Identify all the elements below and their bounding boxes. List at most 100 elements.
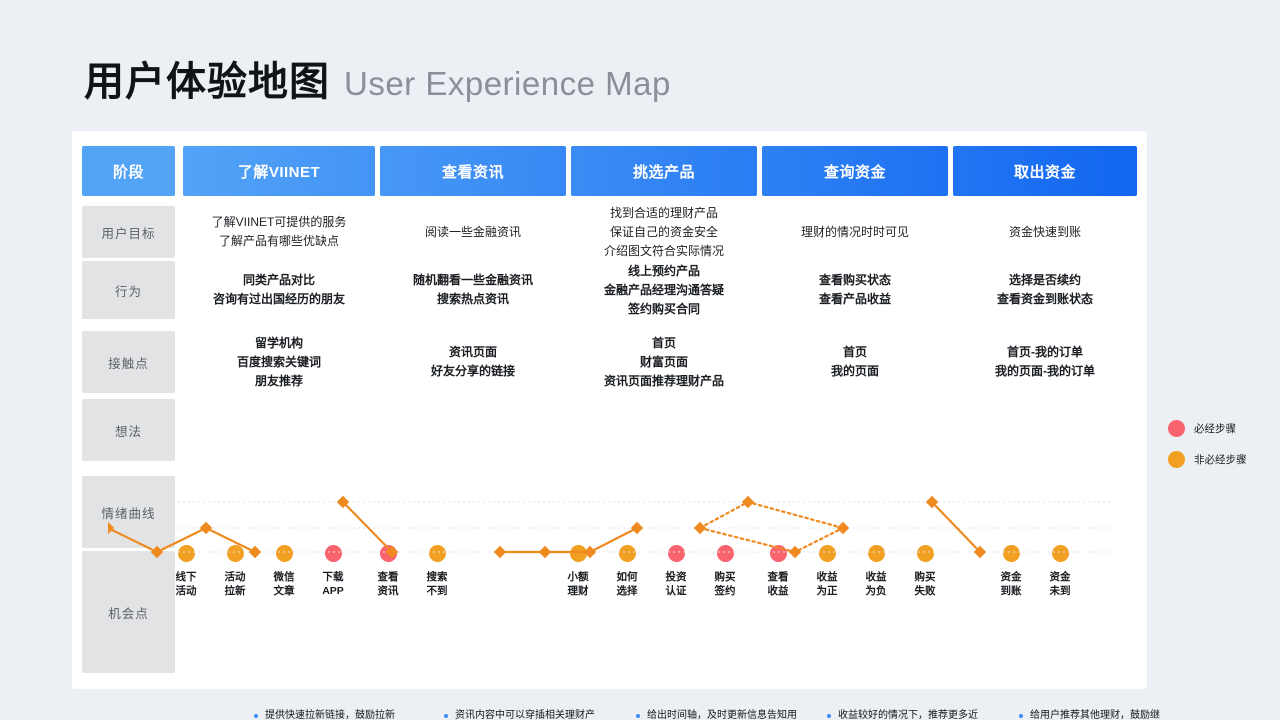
thought-dot-5-1[interactable]: 资金到账 xyxy=(993,545,1029,598)
thought-dot-label-line: 理财 xyxy=(567,585,589,597)
thought-dot-label: 收益为负 xyxy=(866,570,887,598)
thought-dot-label-line: 文章 xyxy=(273,585,295,597)
cell-user_goals-5: 资金快速到账 xyxy=(953,206,1137,258)
thought-dot-label-line: 资金 xyxy=(1000,571,1022,583)
cell-touchpoints-2: 资讯页面好友分享的链接 xyxy=(380,331,566,393)
thought-dot-label-line: 资讯 xyxy=(377,585,399,597)
emotion-point-marker[interactable] xyxy=(385,545,399,559)
thought-dot-label-line: 到账 xyxy=(1000,585,1022,597)
emotion-point-marker[interactable] xyxy=(199,521,213,535)
thought-dot-4-4[interactable]: 购买失败 xyxy=(907,545,943,598)
cell-line: 阅读一些金融资讯 xyxy=(424,224,521,239)
emotion-point-marker[interactable] xyxy=(693,521,707,535)
emotion-line-5 xyxy=(698,526,845,554)
cell-behaviors-3: 线上预约产品金融产品经理沟通答疑签约购买合同 xyxy=(571,261,757,319)
emotion-point-marker[interactable] xyxy=(836,521,850,535)
emotion-point-marker[interactable] xyxy=(925,495,939,509)
thought-dot-1-3[interactable]: 微信文章 xyxy=(266,545,302,598)
thought-dot-label: 小额理财 xyxy=(568,570,589,598)
row-label-4: 想法 xyxy=(82,399,175,461)
thought-dot-1-1[interactable]: 线下活动 xyxy=(168,545,204,598)
emotion-point-marker[interactable] xyxy=(493,545,507,559)
emotion-point-marker[interactable] xyxy=(336,495,350,509)
thought-dot-label: 购买签约 xyxy=(715,570,736,598)
header-column-4[interactable]: 查询资金 xyxy=(762,146,948,196)
cell-user_goals-1: 了解VIINET可提供的服务了解产品有哪些优缺点 xyxy=(183,206,375,258)
cell-line: 保证自己的资金安全 xyxy=(609,224,718,239)
thought-dot-label: 线下活动 xyxy=(176,570,197,598)
thought-dot-label-line: 收益 xyxy=(816,571,838,583)
cell-line: 我的页面 xyxy=(830,364,879,378)
cell-line: 线上预约产品 xyxy=(627,263,700,278)
emotion-point-marker[interactable] xyxy=(150,545,164,559)
opportunity-items: 收益较好的情况下，推荐更多近似产品促进下单及时告知用户下跌原因，抚慰用户情绪在合… xyxy=(827,709,987,720)
cell-line: 签约购买合同 xyxy=(627,301,700,316)
header-column-2[interactable]: 查看资讯 xyxy=(380,146,566,196)
emotion-point-marker[interactable] xyxy=(741,495,755,509)
emotion-point-marker[interactable] xyxy=(630,521,644,535)
optional-step-dot-icon xyxy=(916,545,934,562)
header-column-5[interactable]: 取出资金 xyxy=(953,146,1137,196)
thought-dot-1-2[interactable]: 活动拉新 xyxy=(217,545,253,598)
thought-dot-3-4[interactable]: 购买签约 xyxy=(707,545,743,598)
thought-dot-label-line: 收益 xyxy=(865,571,887,583)
cell-line: 选择是否续约 xyxy=(1008,273,1081,287)
page-title-cn: 用户体验地图 xyxy=(84,60,330,104)
optional-step-dot-icon xyxy=(275,545,293,562)
header-column-3[interactable]: 挑选产品 xyxy=(571,146,757,196)
cell-behaviors-5: 选择是否续约查看资金到账状态 xyxy=(953,261,1137,319)
cell-line: 首页 xyxy=(651,335,676,350)
thought-dot-label-line: 微信 xyxy=(273,571,295,583)
cell-line: 了解产品有哪些优缺点 xyxy=(218,234,339,248)
optional-step-dot-icon xyxy=(818,545,836,562)
cell-line: 金融产品经理沟通答疑 xyxy=(603,282,724,297)
cell-line: 搜索热点资讯 xyxy=(436,292,509,306)
thought-dot-5-2[interactable]: 资金未到 xyxy=(1042,545,1078,598)
thought-dot-3-2[interactable]: 如何选择 xyxy=(609,545,645,598)
optional-step-dot-icon xyxy=(177,545,195,562)
cell-line: 找到合适的理财产品 xyxy=(609,205,718,220)
thought-dot-label-line: 资金 xyxy=(1049,571,1071,583)
cell-line: 首页 xyxy=(842,345,867,359)
cell-touchpoints-3: 首页财富页面资讯页面推荐理财产品 xyxy=(571,331,757,393)
emotion-point-marker[interactable] xyxy=(538,545,552,559)
emotion-point-marker[interactable] xyxy=(583,545,597,559)
opportunity-list-3: 给出时间轴，及时更新信息告知用户最新动态未认证用户提供更方便的认证入口在符合当地… xyxy=(636,709,798,720)
optional-step-dot-icon xyxy=(1051,545,1069,562)
thought-dot-4-2[interactable]: 收益为正 xyxy=(809,545,845,598)
cell-line: 财富页面 xyxy=(639,354,688,369)
thought-dot-2-2[interactable]: 搜索不到 xyxy=(419,545,455,598)
thought-dot-3-1[interactable]: 小额理财 xyxy=(560,545,596,598)
cell-line: 查看产品收益 xyxy=(818,292,891,306)
cell-user_goals-4: 理财的情况时时可见 xyxy=(762,206,948,258)
thought-dot-4-3[interactable]: 收益为负 xyxy=(858,545,894,598)
legend-item-label: 必经步骤 xyxy=(1194,423,1236,435)
cell-line: 理财的情况时时可见 xyxy=(800,224,909,239)
thought-dot-label-line: 为负 xyxy=(865,585,887,597)
opportunity-list-4: 收益较好的情况下，推荐更多近似产品促进下单及时告知用户下跌原因，抚慰用户情绪在合… xyxy=(827,709,987,720)
header-column-1[interactable]: 了解VIINET xyxy=(183,146,375,196)
optional-step-dot-icon xyxy=(226,545,244,562)
emotion-point-marker[interactable] xyxy=(788,545,802,559)
thought-dot-label-line: 投资 xyxy=(665,571,687,583)
cell-line: 百度搜索关键词 xyxy=(236,354,321,369)
thought-dot-label-line: 活动 xyxy=(175,585,197,597)
cell-line: 留学机构 xyxy=(254,335,303,350)
emotion-line-1 xyxy=(108,526,257,554)
emotion-point-marker[interactable] xyxy=(973,545,987,559)
thought-dot-label: 资金到账 xyxy=(1001,570,1022,598)
emotion-point-marker[interactable] xyxy=(248,545,262,559)
optional-step-dot-icon xyxy=(569,545,587,562)
emotion-line-3 xyxy=(498,526,639,554)
thought-dot-label: 购买失败 xyxy=(915,570,936,598)
thought-dot-label-line: 选择 xyxy=(616,585,638,597)
thought-dot-3-3[interactable]: 投资认证 xyxy=(658,545,694,598)
emotion-point-marker[interactable] xyxy=(108,521,115,535)
emotion-curve-chart xyxy=(108,495,1113,559)
thought-dot-label: 搜索不到 xyxy=(427,570,448,598)
optional-step-dot-icon xyxy=(428,545,446,562)
cell-user_goals-2: 阅读一些金融资讯 xyxy=(380,206,566,258)
thought-dot-label-line: 为正 xyxy=(816,585,838,597)
